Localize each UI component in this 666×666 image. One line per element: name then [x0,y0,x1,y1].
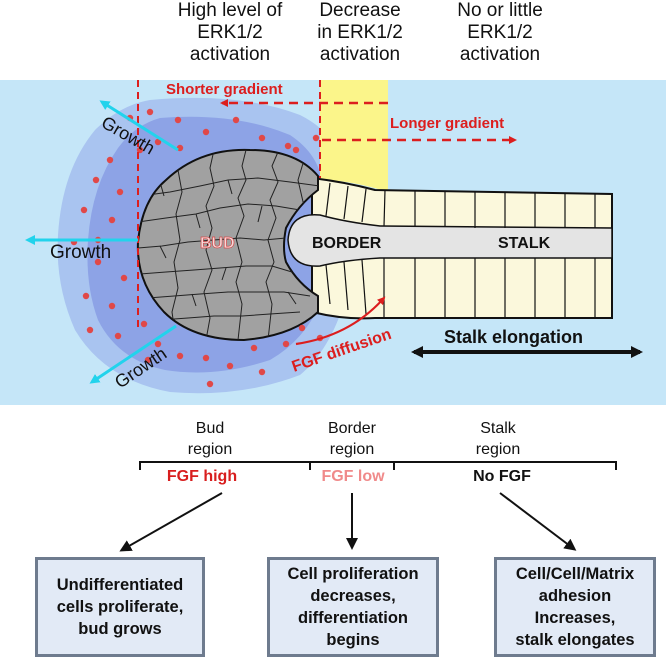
outcome-line: Increases, [534,609,616,627]
stalk-region-heading: Stalk region [458,418,538,460]
header-line: No or little [457,0,543,21]
growth-arrow-bottom [89,324,177,384]
header-line: in ERK1/2 [317,22,403,43]
bud-cell-walls [137,149,318,340]
header-decrease-erk: Decrease in ERK1/2 activation [295,0,425,66]
stalk-lumen [287,213,613,267]
outcome-line: bud grows [78,620,162,638]
fgf-high-label: FGF high [166,468,238,485]
fgf-diffusion-arrow [295,296,386,346]
stalk-cell-walls [325,182,596,318]
region-heading-line: Border [327,420,377,437]
outcome-line: begins [326,631,380,649]
bud-outcome-arrow [119,492,223,552]
no-fgf-label: No FGF [473,468,531,485]
longer-gradient-label: Longer gradient [390,115,504,132]
region-heading-line: region [475,441,521,458]
region-heading-line: Stalk [480,420,516,437]
bud-outcome-box: Undifferentiated cells proliferate, bud … [35,557,205,657]
bud-region-heading: Bud region [170,418,250,460]
outcome-line: stalk elongates [515,631,635,649]
region-brackets [139,461,617,470]
fgf-low-label: FGF low [321,468,385,485]
outcome-line: Cell/Cell/Matrix [515,565,635,583]
shorter-gradient-label: Shorter gradient [166,81,283,98]
bud-label: BUD [200,235,235,252]
growth-arrow-top [99,100,179,152]
border-zone [320,80,388,192]
stalk-elongation-label: Stalk elongation [444,327,583,347]
border-label: BORDER [312,235,382,252]
outcome-line: Undifferentiated [56,576,184,594]
header-no-erk: No or little ERK1/2 activation [430,0,570,66]
border-outcome-box: Cell proliferation decreases, differenti… [267,557,439,657]
region-heading-line: region [187,441,233,458]
header-line: ERK1/2 [197,22,263,43]
border-region-heading: Border region [312,418,392,460]
outcome-line: differentiation [297,609,408,627]
header-line: activation [319,44,401,65]
header-line: activation [459,44,541,65]
region-heading-line: Bud [195,420,225,437]
header-line: Decrease [319,0,401,21]
stalk-outcome-box: Cell/Cell/Matrix adhesion Increases, sta… [494,557,656,657]
header-line: High level of [177,0,283,21]
outcome-line: adhesion [538,587,612,605]
stalk-outcome-arrow [499,492,577,551]
outcome-line: decreases, [310,587,396,605]
header-high-erk: High level of ERK1/2 activation [155,0,305,66]
region-heading-line: region [329,441,375,458]
header-line: ERK1/2 [467,22,533,43]
growth-label-middle: Growth [50,242,111,263]
outcome-line: cells proliferate, [56,598,184,616]
stalk-label: STALK [498,235,551,252]
outcome-line: Cell proliferation [287,565,419,583]
header-line: activation [189,44,271,65]
